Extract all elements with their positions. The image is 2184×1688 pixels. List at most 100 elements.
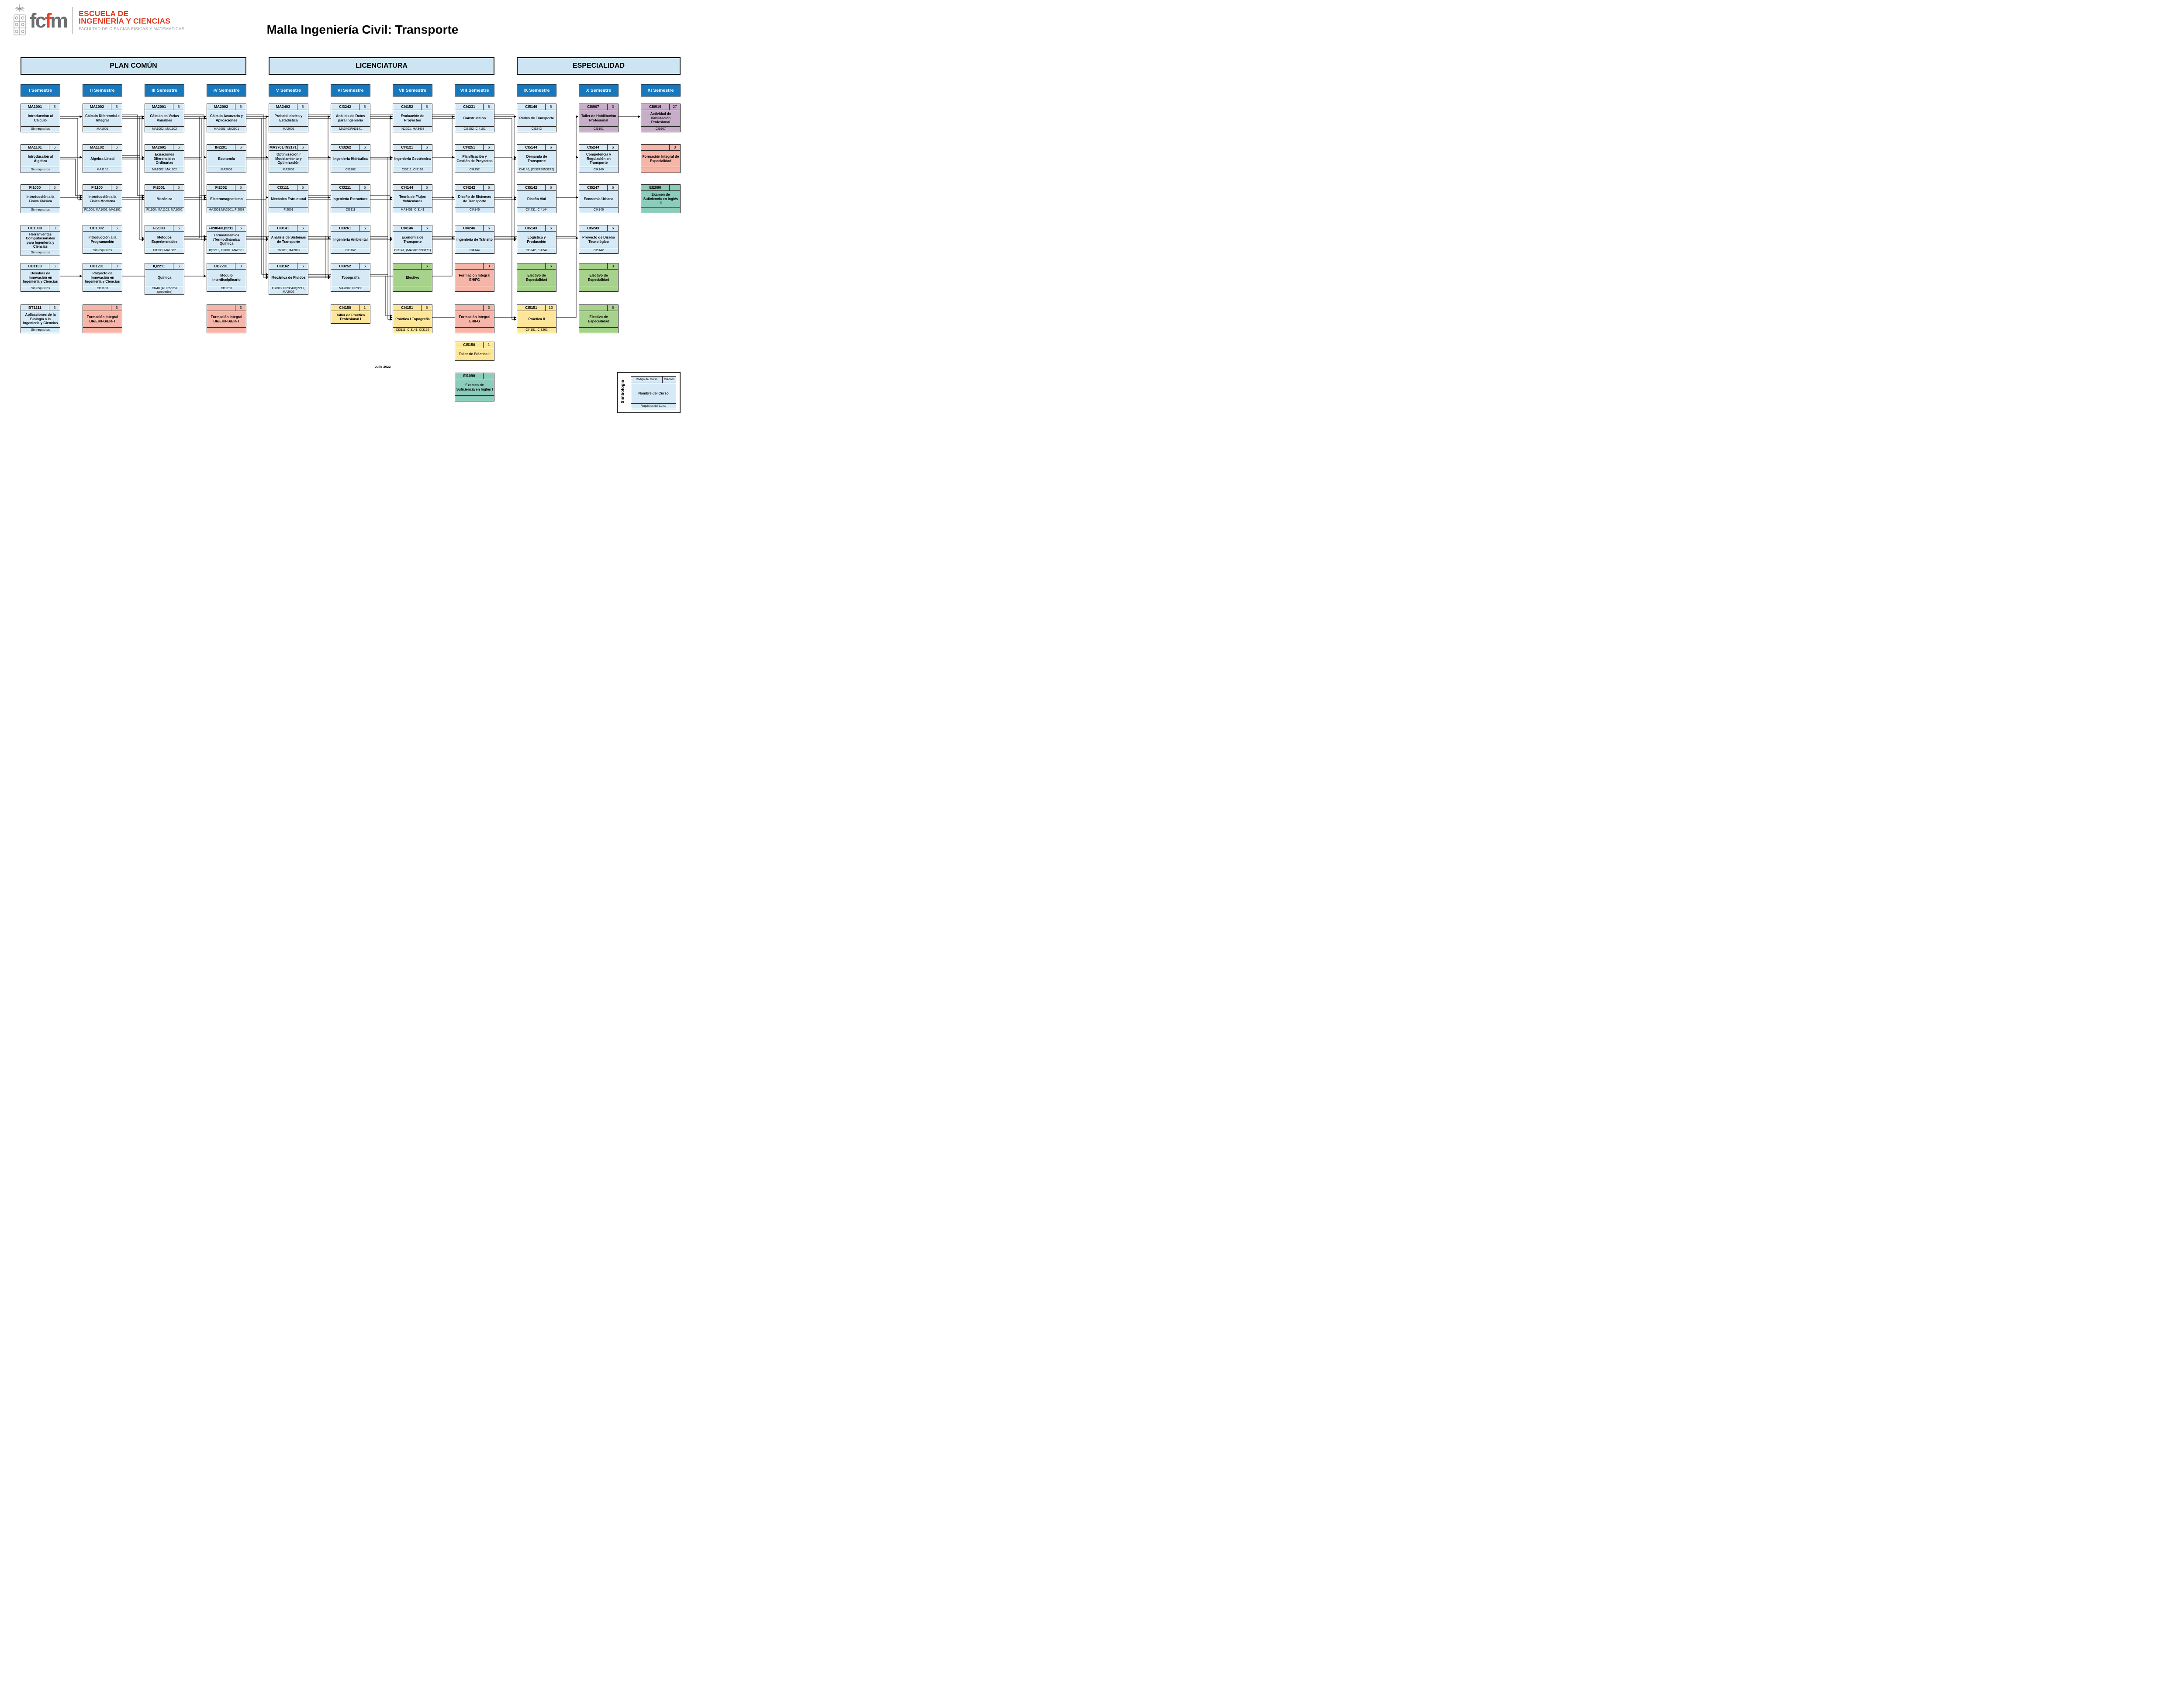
course-req: MA1101: [83, 167, 122, 173]
course-code: CI6907: [579, 104, 608, 110]
course-credits: 6: [115, 185, 118, 190]
course-code: MA1102: [83, 145, 111, 150]
course-code: CI5143: [517, 225, 546, 231]
course-credits: 6: [612, 185, 614, 190]
course-credits: 6: [301, 226, 304, 230]
course-credits: 6: [612, 145, 614, 149]
prerequisite-arrow: [122, 155, 145, 201]
course-req: FI1100, MA1002: [145, 248, 184, 253]
course-req: [455, 286, 494, 291]
course-req: CI3111: [331, 207, 370, 213]
course-code: CI5243: [579, 225, 608, 231]
course-credits: 6: [487, 226, 490, 230]
course-req: [455, 327, 494, 333]
course-req: CI3162: [331, 248, 370, 253]
course-credits: 6: [549, 226, 552, 230]
course-credits: 6: [549, 264, 552, 268]
course-name: Demanda de Transporte: [526, 155, 547, 163]
course-name: Termodinámica /Termodinámica Química: [213, 233, 240, 246]
course-req: CI5142: [579, 248, 618, 253]
course-credits: 6: [301, 185, 304, 190]
course-req: CI4146: [455, 207, 494, 213]
prerequisite-arrow: [184, 118, 207, 159]
course-credits: 6: [425, 264, 428, 268]
course-credits: 3: [239, 305, 242, 310]
fcfm-wordmark: fcfm: [30, 9, 68, 32]
course-credits: 3: [115, 264, 118, 268]
course-credits: 6: [115, 226, 118, 230]
course-name: Ecuaciones Diferenciales Ordinarias: [153, 152, 176, 165]
course-credits: 1: [363, 305, 366, 310]
course-code: CI4251: [455, 145, 484, 150]
course-name: Taller de Práctica II: [459, 352, 491, 356]
semester-chip: I Semestre: [21, 84, 60, 97]
course-code: CI5150: [455, 342, 484, 348]
course-name: Introducción a la Programación: [88, 235, 117, 244]
course-credits: 6: [301, 104, 304, 109]
course-name: Ingeniería Estructural: [332, 197, 369, 201]
prerequisite-arrow: [122, 199, 145, 239]
course-credits: 3: [53, 305, 56, 310]
course-req: CI3252, CI4152: [455, 126, 494, 132]
prerequisite-arrow: [308, 158, 393, 275]
course-credits: 27: [673, 104, 677, 109]
page-title: Malla Ingeniería Civil: Transporte: [266, 23, 459, 36]
legend-credits-label: Créditos: [664, 378, 674, 381]
course-name: Formación Integral DR/EH/FG/EI/FT: [86, 315, 118, 323]
prerequisite-arrow: [556, 197, 579, 239]
prerequisite-arrow: [122, 116, 145, 241]
course-name: Optimización / Modelamiento y Optimizaci…: [275, 152, 302, 165]
course-credits: 13: [549, 305, 553, 310]
course-header: 3: [455, 263, 494, 270]
prerequisite-arrow: [370, 114, 517, 239]
course-header: EI2090: [641, 185, 680, 191]
course-req: MA2002: [269, 167, 308, 173]
course-credits: 6: [177, 145, 180, 149]
course-name: Química: [157, 275, 172, 280]
prerequisite-arrow: [308, 156, 331, 277]
course-credits: 3: [612, 264, 614, 268]
course-credits: 6: [53, 264, 56, 268]
course-name: Competencia y Regulación en Transporte: [586, 152, 611, 165]
course-name: Aplicaciones de la Biología a la Ingenie…: [23, 313, 58, 325]
course-credits: 6: [612, 305, 614, 310]
course-code: FI1100: [83, 185, 111, 190]
course-req: IQ2211, FI2001, MA2001: [207, 248, 246, 253]
course-code: FI2002: [207, 185, 235, 190]
prerequisite-arrow: [432, 118, 455, 159]
course-name: Taller de Habilitación Profesional: [581, 114, 616, 122]
prerequisite-arrow: [432, 197, 455, 239]
prerequisite-arrow: [246, 238, 269, 279]
course-code: CI4151: [393, 305, 422, 311]
semester-chip: V Semestre: [269, 84, 308, 97]
course-code: CI4144: [393, 185, 422, 190]
course-name: Diseño Vial: [527, 197, 546, 201]
course-name: Actividad de Habilitación Profesional: [650, 112, 671, 125]
course-req: CI6907: [641, 126, 680, 132]
course-code: EI1090: [455, 373, 484, 379]
faculty-line: FACULTAD DE CIENCIAS FÍSICAS Y MATEMÁTIC…: [79, 26, 185, 31]
